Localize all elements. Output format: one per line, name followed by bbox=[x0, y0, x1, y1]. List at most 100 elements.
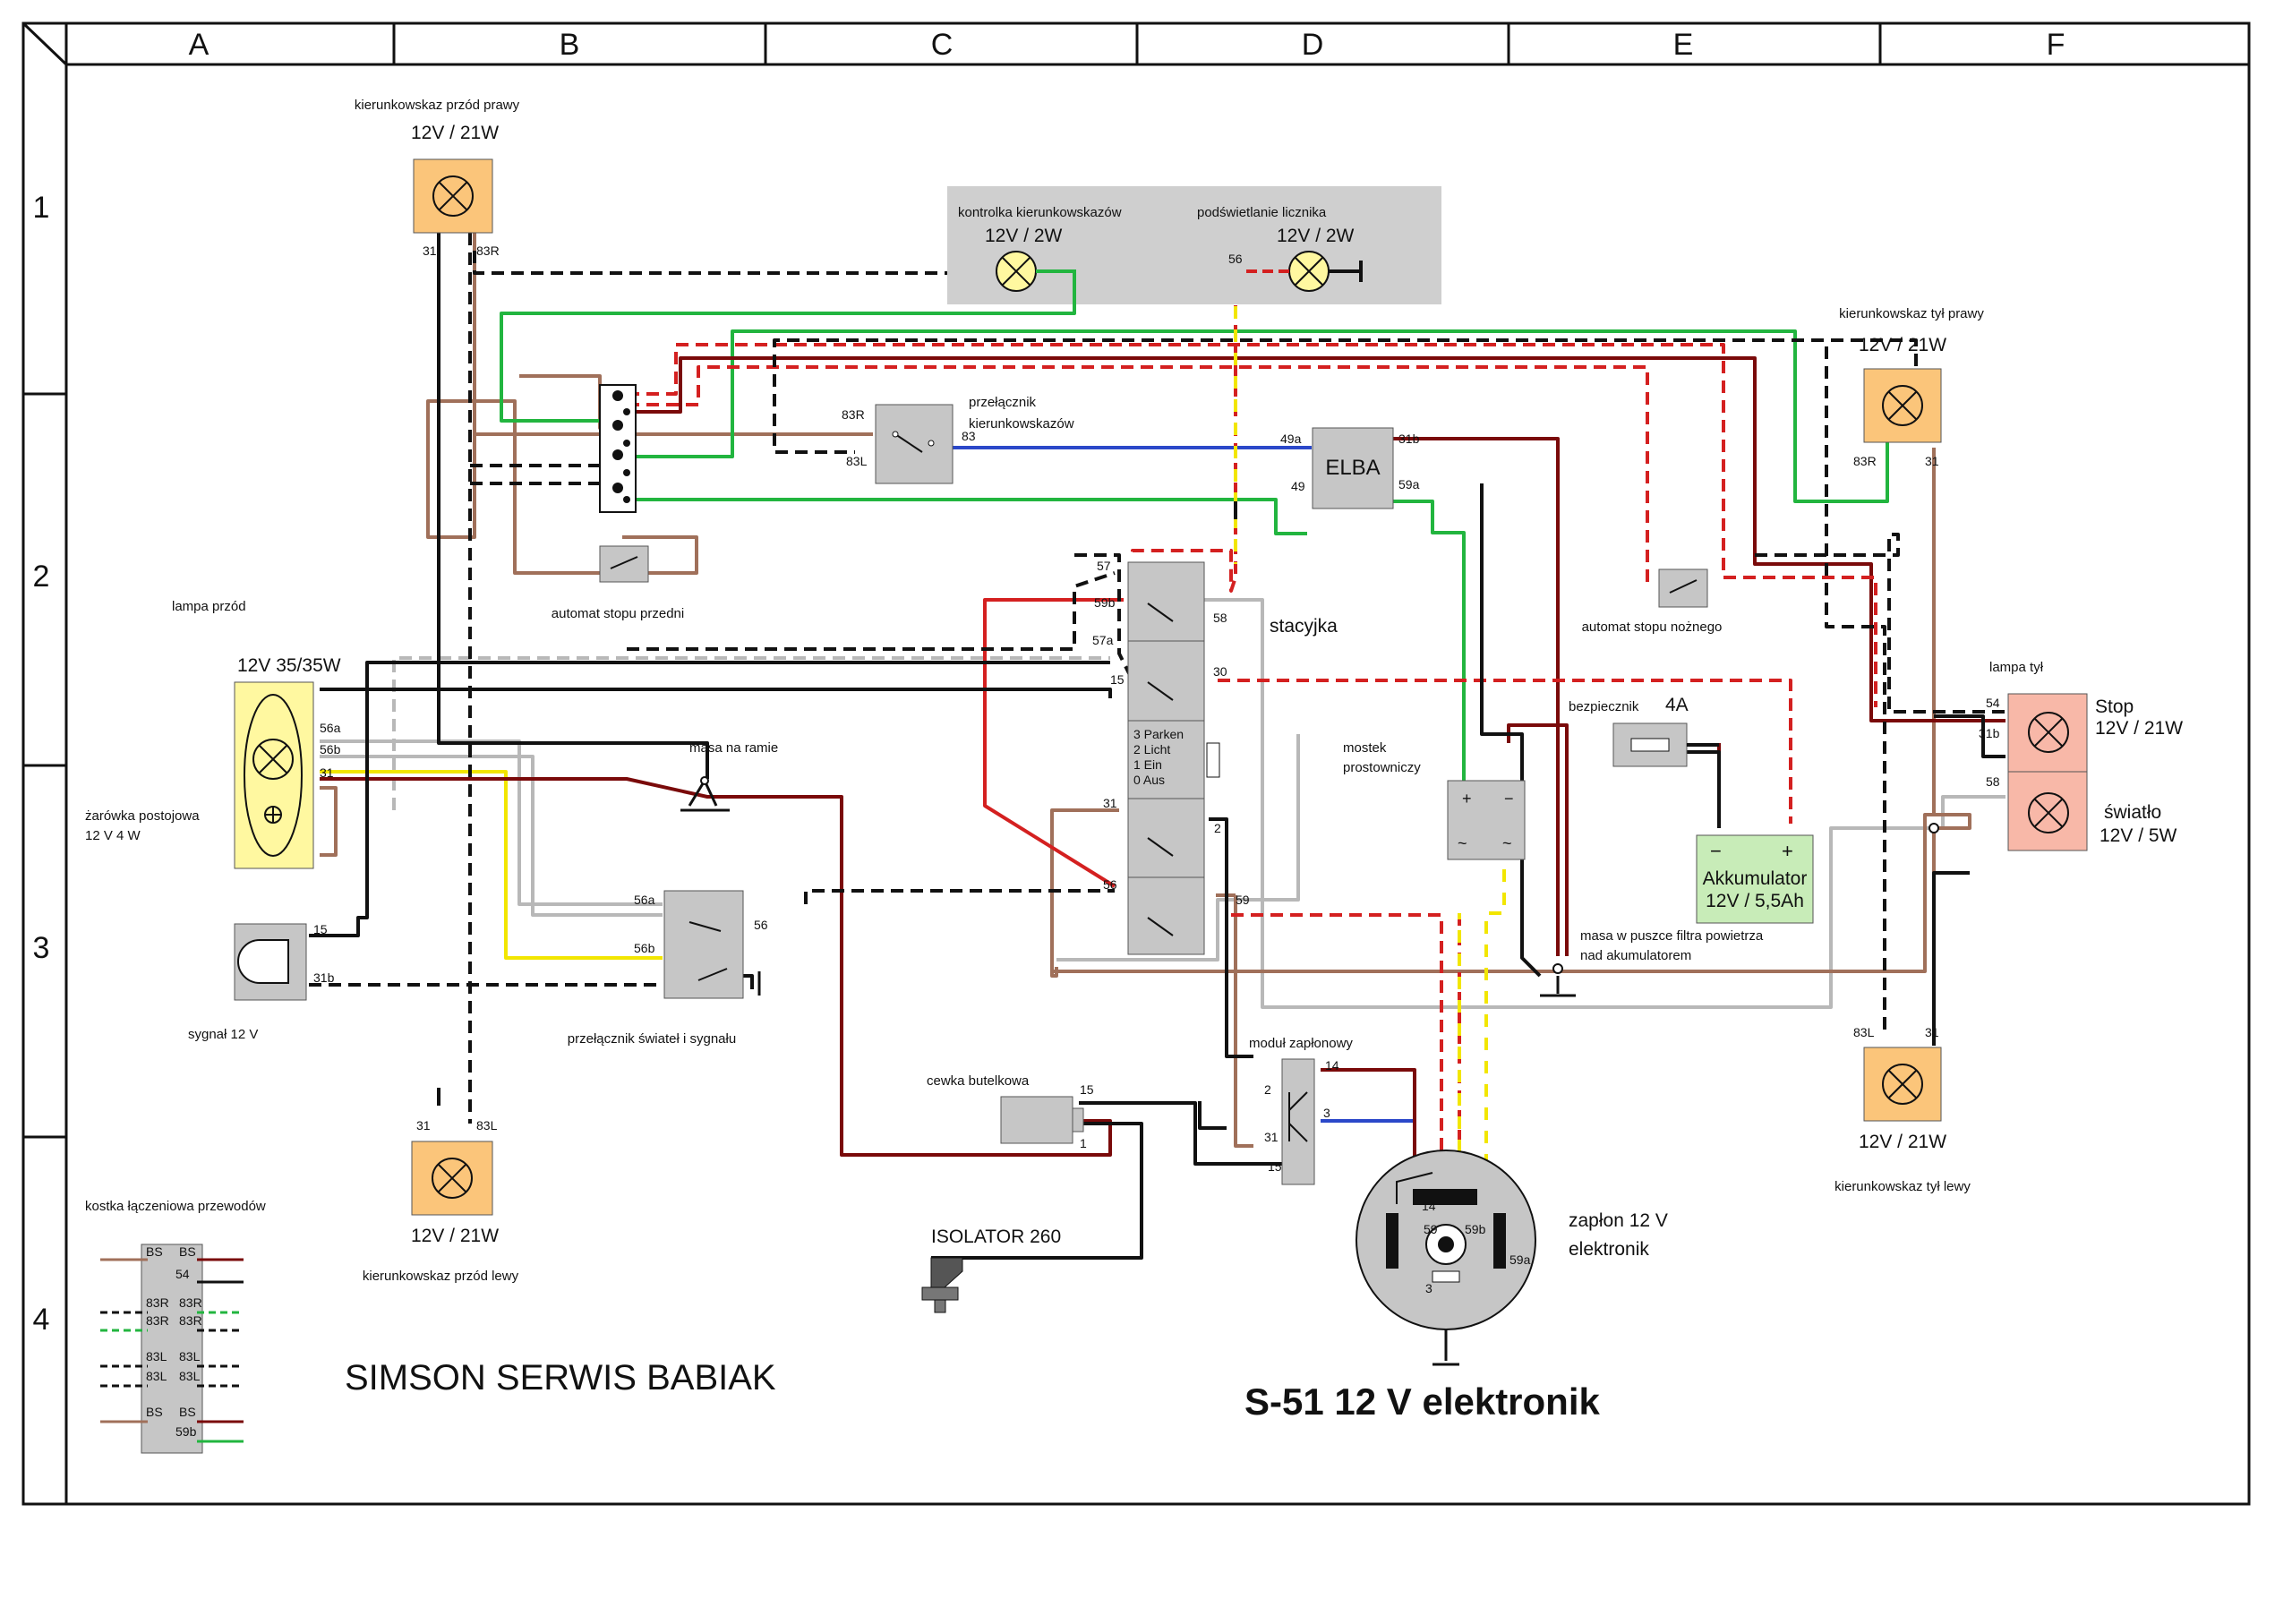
wiring bbox=[309, 233, 2006, 1366]
front-right-indicator: kierunkowskaz przód prawy 12V / 21W 31 8… bbox=[355, 98, 520, 258]
row-3: 3 bbox=[33, 931, 50, 965]
foot-stop-label: automat stopu nożnego bbox=[1582, 620, 1723, 635]
tb-cell-1b: 54 bbox=[175, 1267, 190, 1281]
front-left-pin-31: 31 bbox=[416, 1118, 431, 1133]
terminal-block-cells: BS BS 54 83R 83R 83R 83R 83L 83L 83L 83L… bbox=[146, 1244, 202, 1439]
stator: 14 59 59b 59a 3 zapłon 12 V elektronik bbox=[1356, 1150, 1668, 1330]
stop-label: Stop bbox=[2095, 697, 2134, 717]
isolator-label: ISOLATOR 260 bbox=[931, 1227, 1061, 1247]
ignition-module: moduł zapłonowy 14 2 3 31 15 bbox=[1249, 1036, 1353, 1185]
headlamp-pin-31: 31 bbox=[320, 765, 334, 780]
row-labels: 1 2 3 4 bbox=[33, 191, 50, 1337]
tb-cell-4b: 83L bbox=[179, 1349, 201, 1363]
terminal-block: kostka łączeniowa przewodów BS BS 54 83R… bbox=[85, 1199, 266, 1454]
ign-module-label: moduł zapłonowy bbox=[1249, 1036, 1353, 1051]
ign-pin-59: 59 bbox=[1236, 893, 1250, 907]
coil-label: cewka butelkowa bbox=[927, 1073, 1030, 1089]
front-right-indicator-rating: 12V / 21W bbox=[411, 123, 499, 143]
stop-rating: 12V / 21W bbox=[2095, 718, 2183, 739]
front-left-indicator-label: kierunkowskaz przód lewy bbox=[363, 1269, 519, 1284]
dash-panel: kontrolka kierunkowskazów 12V / 2W podśw… bbox=[947, 186, 1441, 313]
tb-cell-7b: 59b bbox=[175, 1424, 197, 1439]
light-switch-pin-56: 56 bbox=[754, 918, 768, 932]
ign-module-pin-3: 3 bbox=[1323, 1106, 1330, 1120]
col-a: A bbox=[189, 28, 210, 62]
ign-pin-57a: 57a bbox=[1092, 633, 1114, 647]
filter-ground: masa w puszce filtra powietrza nad akumu… bbox=[1552, 928, 1764, 974]
col-d: D bbox=[1302, 28, 1324, 62]
meter-light-pin-56: 56 bbox=[1228, 252, 1243, 266]
front-stop-switch: automat stopu przedni bbox=[552, 545, 684, 621]
turn-signal-switch[interactable]: 83R 83L 83 przełącznik kierunkowskazów bbox=[842, 395, 1074, 484]
tb-cell-0b: BS bbox=[179, 1244, 196, 1259]
tb-cell-3a: 83R bbox=[146, 1313, 169, 1328]
headlamp-rating: 12V 35/35W bbox=[237, 655, 341, 676]
col-b: B bbox=[560, 28, 580, 62]
front-stop-label: automat stopu przedni bbox=[552, 606, 684, 621]
ign-pin-57: 57 bbox=[1097, 559, 1111, 573]
rear-left-pin-83l: 83L bbox=[1853, 1025, 1875, 1039]
battery: − + Akkumulator 12V / 5,5Ah bbox=[1696, 834, 1814, 924]
ignition-switch[interactable]: 57 59b 58 57a 15 30 31 2 56 59 3 Parken … bbox=[1092, 559, 1338, 955]
elba-flasher: ELBA 49a 49 31b 59a bbox=[1280, 427, 1420, 509]
rear-left-indicator-label: kierunkowskaz tył lewy bbox=[1834, 1179, 1971, 1194]
horn-label: sygnał 12 V bbox=[188, 1027, 258, 1042]
elba-pin-59a: 59a bbox=[1398, 477, 1420, 491]
battery-minus-icon: − bbox=[1710, 840, 1722, 862]
front-left-indicator: 31 83L 12V / 21W kierunkowskaz przód lew… bbox=[363, 1118, 519, 1284]
tb-cell-0a: BS bbox=[146, 1244, 163, 1259]
rectifier-ac-icon: ~ bbox=[1458, 834, 1467, 852]
tb-cell-3b: 83R bbox=[179, 1313, 202, 1328]
tail-label: światło bbox=[2104, 802, 2161, 823]
front-left-indicator-rating: 12V / 21W bbox=[411, 1226, 499, 1246]
turn-switch-label-1: przełącznik bbox=[969, 395, 1037, 410]
stator-label-1: zapłon 12 V bbox=[1569, 1210, 1668, 1231]
ign-pin-58: 58 bbox=[1213, 611, 1227, 625]
battery-label: Akkumulator bbox=[1703, 868, 1808, 889]
indicator-lamp-label: kontrolka kierunkowskazów bbox=[958, 205, 1122, 220]
light-switch-pin-56a: 56a bbox=[634, 893, 655, 907]
rear-left-pin-31: 31 bbox=[1925, 1025, 1939, 1039]
headlamp: lampa przód 12V 35/35W 56a 56b 31 żarówk… bbox=[85, 599, 341, 869]
elba-pin-49: 49 bbox=[1291, 479, 1305, 493]
fuse-rating: 4A bbox=[1665, 695, 1689, 715]
tb-cell-5b: 83L bbox=[179, 1369, 201, 1383]
rear-right-indicator-label: kierunkowskaz tył prawy bbox=[1839, 306, 1984, 321]
connector-strip bbox=[599, 384, 637, 513]
rear-right-pin-83r: 83R bbox=[1853, 454, 1877, 468]
tb-cell-2b: 83R bbox=[179, 1295, 202, 1310]
light-switch-label: przełącznik świateł i sygnału bbox=[568, 1031, 736, 1047]
ign-pos-1: 1 Ein bbox=[1133, 757, 1162, 772]
ign-pos-0: 0 Aus bbox=[1133, 773, 1165, 787]
light-horn-switch[interactable]: 56a 56b 56 przełącznik świateł i sygnału bbox=[568, 890, 768, 1047]
col-e: E bbox=[1673, 28, 1694, 62]
rear-left-indicator: 83L 31 12V / 21W kierunkowskaz tył lewy bbox=[1834, 1025, 1971, 1194]
ign-module-pin-31: 31 bbox=[1264, 1130, 1279, 1144]
rear-lamp: lampa tył 54 31b 58 Stop 12V / 21W świat… bbox=[1929, 660, 2183, 851]
tb-cell-2a: 83R bbox=[146, 1295, 169, 1310]
turn-switch-label-2: kierunkowskazów bbox=[969, 416, 1074, 432]
ignition-label: stacyjka bbox=[1270, 616, 1338, 637]
workshop-title: SIMSON SERWIS BABIAK bbox=[345, 1358, 776, 1397]
elba-label: ELBA bbox=[1325, 456, 1380, 480]
rectifier-minus-icon: − bbox=[1504, 790, 1514, 808]
tb-cell-5a: 83L bbox=[146, 1369, 167, 1383]
rear-lamp-pin-54: 54 bbox=[1986, 696, 2000, 710]
horn-pin-31b: 31b bbox=[313, 970, 335, 985]
rectifier: mostek prostowniczy + − ~ ~ bbox=[1343, 740, 1526, 860]
fuse-label: bezpiecznik bbox=[1569, 699, 1639, 714]
ign-pos-3: 3 Parken bbox=[1133, 727, 1184, 741]
headlamp-label: lampa przód bbox=[172, 599, 246, 614]
elba-pin-49a: 49a bbox=[1280, 432, 1302, 446]
meter-light-label: podświetlanie licznika bbox=[1197, 205, 1327, 220]
coil-pin-1: 1 bbox=[1080, 1136, 1087, 1150]
foot-stop-switch: automat stopu nożnego bbox=[1582, 568, 1723, 635]
front-right-pin-83r: 83R bbox=[476, 244, 500, 258]
rear-right-pin-31: 31 bbox=[1925, 454, 1939, 468]
meter-light-rating: 12V / 2W bbox=[1277, 226, 1355, 246]
rear-right-indicator-rating: 12V / 21W bbox=[1859, 335, 1946, 355]
stator-pin-14: 14 bbox=[1422, 1199, 1436, 1213]
headlamp-pin-56a: 56a bbox=[320, 721, 341, 735]
filter-ground-label-1: masa w puszce filtra powietrza bbox=[1580, 928, 1764, 944]
